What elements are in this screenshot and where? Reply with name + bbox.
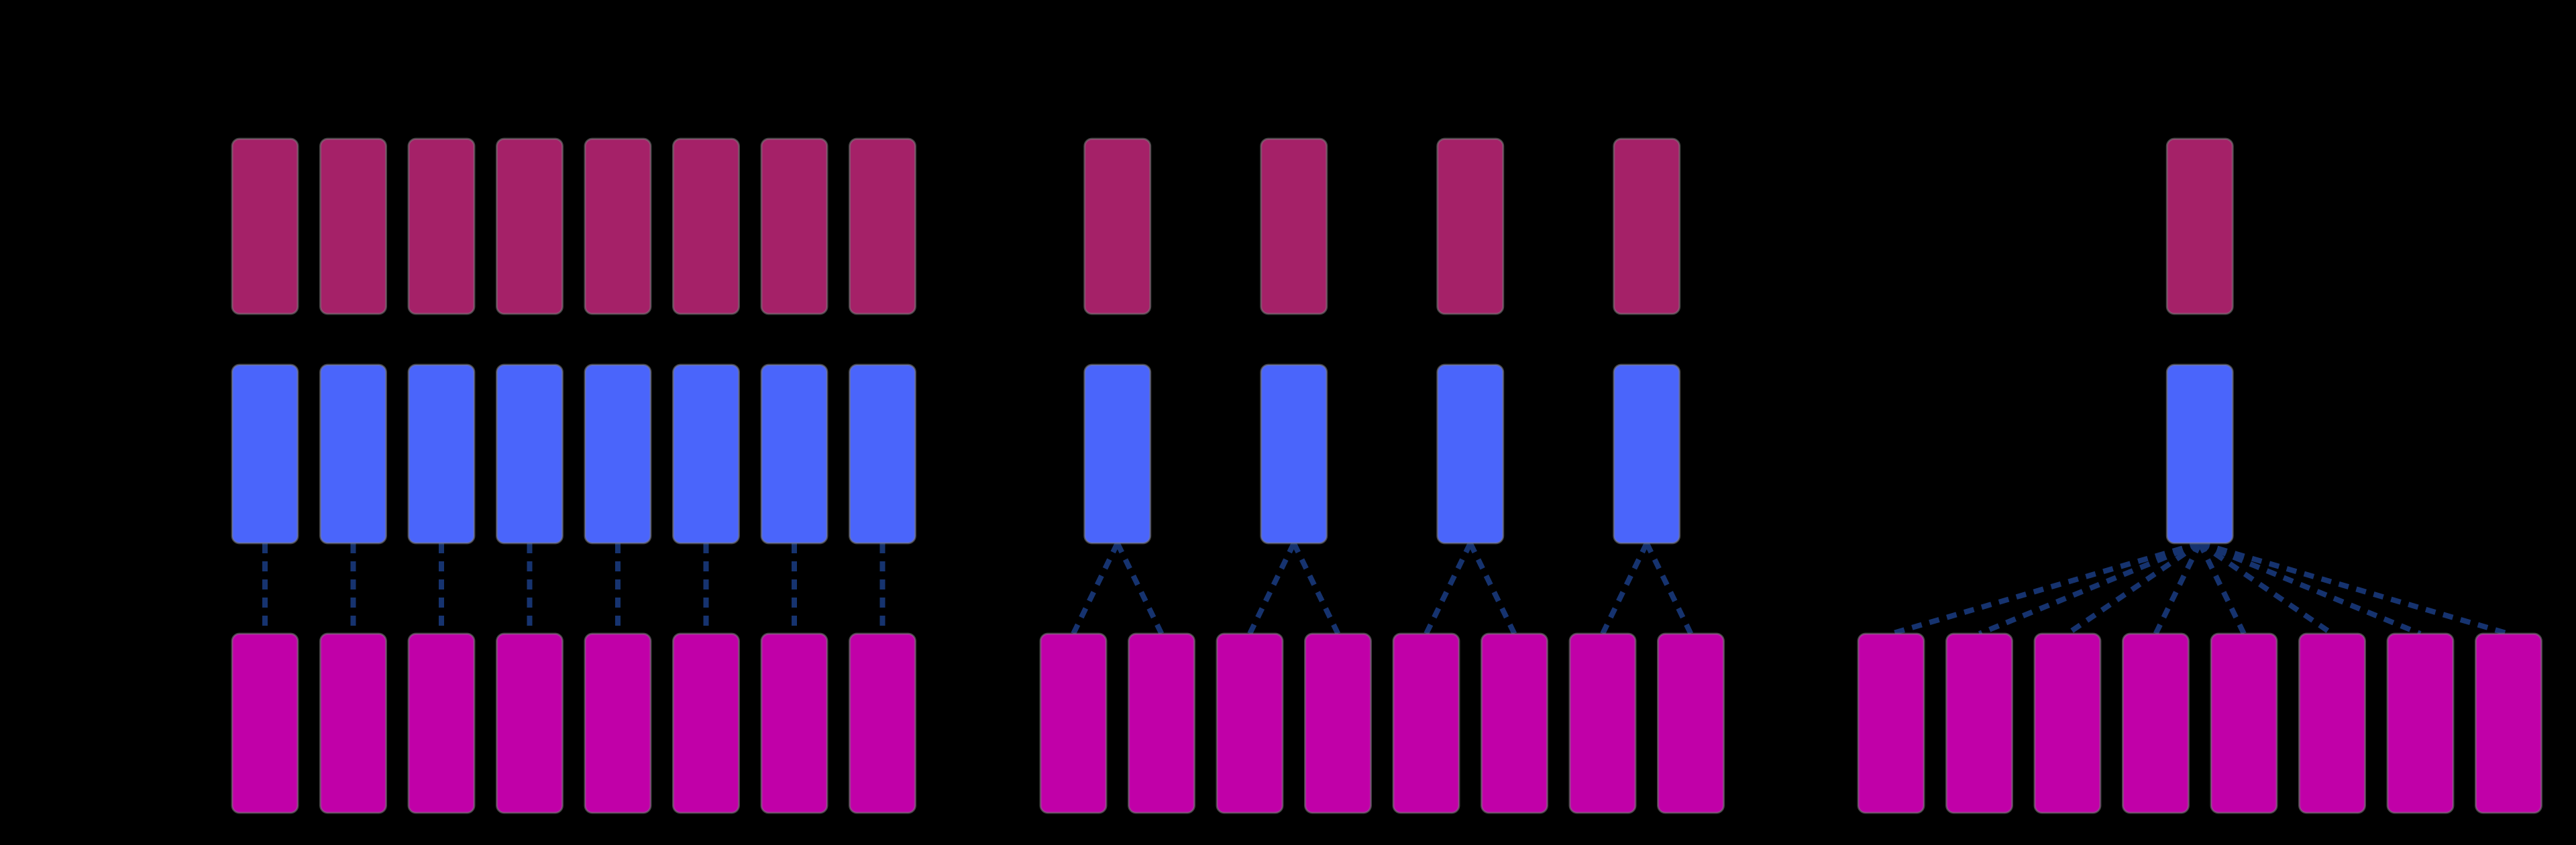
value-bar xyxy=(1613,137,1681,315)
query-bar xyxy=(231,632,299,814)
key-bar xyxy=(760,363,828,545)
query-bar xyxy=(2210,632,2278,814)
value-bar xyxy=(1083,137,1152,315)
query-bar xyxy=(1657,632,1725,814)
connector-line xyxy=(1071,542,1120,635)
value-bar xyxy=(672,137,740,315)
query-bar xyxy=(2298,632,2366,814)
query-bar xyxy=(319,632,387,814)
value-bar xyxy=(496,137,564,315)
query-bar xyxy=(672,632,740,814)
query-bar xyxy=(1128,632,1195,814)
query-bar xyxy=(1304,632,1372,814)
query-bar xyxy=(2386,632,2455,814)
connector-line xyxy=(2199,541,2510,636)
key-bar xyxy=(1436,363,1505,545)
key-bar xyxy=(319,363,387,545)
key-bar xyxy=(496,363,564,545)
query-bar xyxy=(1039,632,1108,814)
query-bar xyxy=(2122,632,2190,814)
connector-line xyxy=(1247,542,1297,635)
key-bar xyxy=(1083,363,1152,545)
query-bar xyxy=(407,632,476,814)
value-bar xyxy=(231,137,299,315)
query-bar xyxy=(2033,632,2102,814)
query-bar xyxy=(2475,632,2542,814)
key-bar xyxy=(849,363,916,545)
connector-line xyxy=(2198,541,2334,636)
query-bar xyxy=(849,632,916,814)
value-bar xyxy=(760,137,828,315)
query-bar xyxy=(1392,632,1460,814)
query-bar xyxy=(760,632,828,814)
value-bar xyxy=(1436,137,1505,315)
key-bar xyxy=(584,363,652,545)
group-grouped-query xyxy=(1039,137,1725,814)
connector-line xyxy=(1600,542,1650,635)
key-bar xyxy=(231,363,299,545)
query-bar xyxy=(1857,632,1925,814)
group-multi-head xyxy=(231,137,916,814)
connector-line xyxy=(1978,541,2201,636)
connector-line xyxy=(2065,541,2202,636)
connector-line xyxy=(1424,542,1473,635)
connector-line xyxy=(1115,542,1165,635)
value-bar xyxy=(849,137,916,315)
value-bar xyxy=(319,137,387,315)
key-bar xyxy=(407,363,476,545)
query-bar xyxy=(496,632,564,814)
query-bar xyxy=(1216,632,1284,814)
value-bar xyxy=(584,137,652,315)
connector-line xyxy=(1291,542,1341,635)
key-bar xyxy=(2165,363,2234,545)
query-bar xyxy=(1481,632,1548,814)
key-bar xyxy=(1613,363,1681,545)
connector-line xyxy=(1468,542,1517,635)
query-bar xyxy=(1945,632,2013,814)
value-bar xyxy=(1260,137,1328,315)
key-bar xyxy=(672,363,740,545)
key-bar xyxy=(1260,363,1328,545)
connector-line xyxy=(1644,542,1694,635)
value-bar xyxy=(2165,137,2234,315)
query-bar xyxy=(584,632,652,814)
group-multi-query xyxy=(1857,137,2542,814)
connector-line xyxy=(2198,541,2422,636)
connector-line xyxy=(1890,541,2201,636)
value-bar xyxy=(407,137,476,315)
query-bar xyxy=(1568,632,1637,814)
